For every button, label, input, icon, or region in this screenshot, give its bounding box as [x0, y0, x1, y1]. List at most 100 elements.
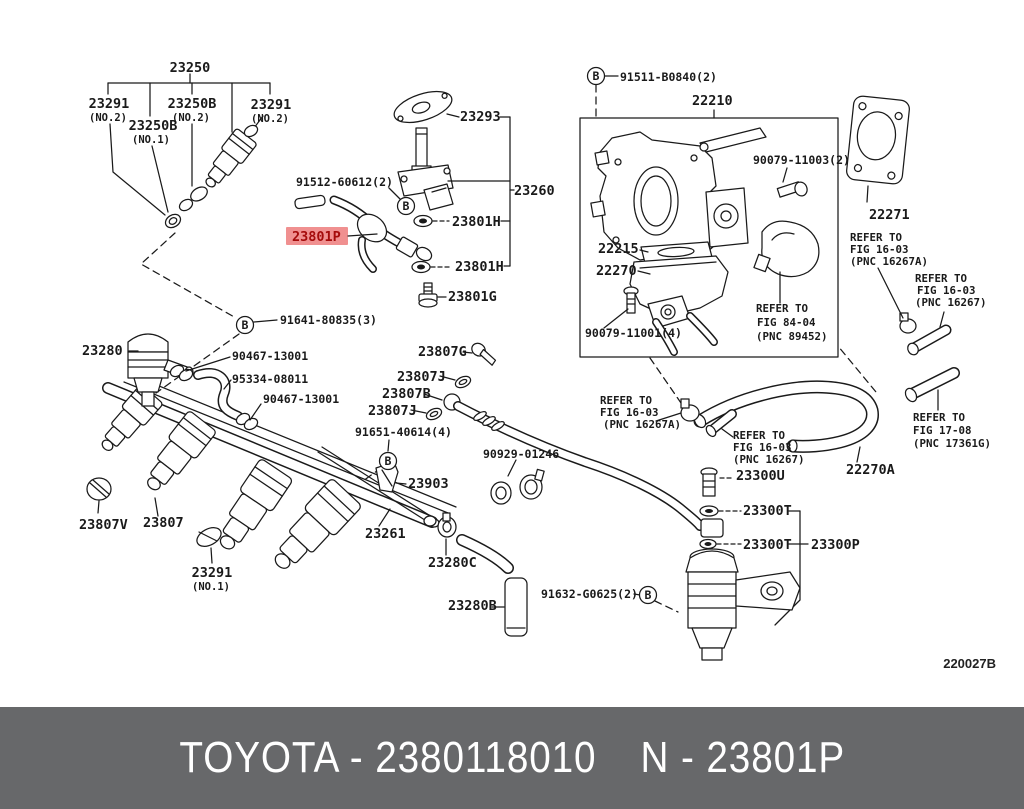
refer-line: FIG 16-03 — [600, 406, 659, 419]
refer-line: FIG 84-04 — [757, 316, 816, 329]
part-label-23300T-2: 23300T — [743, 537, 792, 553]
clamps-90929-drawing — [491, 460, 544, 504]
part-label-23807: 23807 — [143, 515, 184, 531]
part-label-23260: 23260 — [514, 183, 555, 199]
refer-line: (PNC 17361G) — [913, 437, 991, 450]
fuel-hose-23807B-drawing — [411, 341, 705, 531]
refer-line: REFER TO — [733, 429, 786, 442]
leader-22270 — [638, 271, 650, 274]
footer-banner: TOYOTA - 2380118010 N - 23801P — [0, 707, 1024, 809]
injector-group-bracket — [108, 74, 270, 215]
part-sublabel-no1: (NO.1) — [132, 134, 170, 146]
part-label-23300U: 23300U — [736, 468, 785, 484]
part-label-22210: 22210 — [692, 93, 733, 109]
part-label-23280: 23280 — [82, 343, 123, 359]
refer-line: REFER TO — [850, 231, 903, 244]
pipe-23261-parts — [376, 462, 406, 526]
part-label-23801H-2: 23801H — [455, 259, 504, 275]
part-label-90929-01246: 90929-01246 — [483, 447, 559, 461]
hose-end-right-drawing — [906, 312, 952, 357]
part-label-22215: 22215 — [598, 241, 639, 257]
bolt-90079-11003-drawing — [777, 168, 809, 198]
refer-line: REFER TO — [756, 302, 809, 315]
part-sublabel-no2: (NO.2) — [89, 112, 127, 124]
refer-fig1603-16267A-right: REFER TO FIG 16-03 (PNC 16267A) — [850, 231, 928, 268]
hose-22270A-drawing — [693, 380, 879, 462]
part-label-23807V: 23807V — [79, 517, 128, 533]
refer-line: FIG 17-08 — [913, 424, 972, 437]
injector-top-drawing — [163, 123, 260, 230]
part-label-91512-60612: 91512-60612(2) — [296, 175, 393, 189]
part-label-90467-13001-1: 90467-13001 — [232, 349, 308, 363]
refer-line: (PNC 89452) — [756, 330, 828, 343]
b-marker: B — [242, 318, 249, 332]
part-label-23801P[interactable]: 23801P — [292, 229, 341, 245]
refer-fig1603-16267-mid: REFER TO FIG 16-03 (PNC 16267) — [733, 429, 805, 466]
part-labels: 23250 23291 (NO.2) 23250B (NO.2) 23250B … — [79, 60, 910, 614]
part-label-90079-11001: 90079-11001(4) — [585, 326, 682, 340]
gasket-23293-drawing — [390, 85, 455, 128]
part-label-23807J-2: 23807J — [368, 403, 417, 419]
refer-fig1603-16267-right: REFER TO FIG 16-03 (PNC 16267) — [915, 272, 987, 309]
throttle-body-drawing — [591, 128, 766, 260]
footer-brand-part-number: TOYOTA - 2380118010 — [179, 733, 597, 782]
clamp-mid-drawing — [656, 399, 699, 421]
part-label-23903: 23903 — [408, 476, 449, 492]
refer-fig1708-17361G: REFER TO FIG 17-08 (PNC 17361G) — [913, 411, 991, 450]
leader-91512 — [389, 188, 400, 199]
part-label-23250B-no2: 23250B — [168, 96, 217, 112]
refer-fig1603-16267A-mid: REFER TO FIG 16-03 (PNC 16267A) — [600, 394, 681, 431]
part-label-95334-08011: 95334-08011 — [232, 372, 308, 386]
union-23300-drawing — [700, 468, 808, 625]
cold-start-injector-drawing — [398, 128, 453, 210]
bolt-90079-11001-drawing — [604, 287, 638, 328]
refer-line: REFER TO — [915, 272, 968, 285]
part-label-23807B: 23807B — [382, 386, 431, 402]
part-label-90467-13001-2: 90467-13001 — [263, 392, 339, 406]
part-label-23250: 23250 — [170, 60, 211, 76]
part-label-91511-B0840: 91511-B0840(2) — [620, 70, 717, 84]
part-label-23807G: 23807G — [418, 344, 467, 360]
part-label-23261: 23261 — [365, 526, 406, 542]
part-label-23300P: 23300P — [811, 537, 860, 553]
b-marker: B — [385, 454, 392, 468]
refer-line: (PNC 16267A) — [850, 255, 928, 268]
part-label-23293: 23293 — [460, 109, 501, 125]
pulsation-damper-drawing — [686, 549, 800, 660]
washers-bolt-23801 — [412, 216, 452, 308]
clamps-hose-regulator — [168, 357, 261, 432]
vapor-hose-parts — [438, 513, 527, 636]
part-label-23280C: 23280C — [428, 555, 477, 571]
part-label-23801G: 23801G — [448, 289, 497, 305]
pipe-23801P-drawing — [294, 195, 433, 273]
refer-line: (PNC 16267) — [915, 296, 987, 309]
leader-22215 — [640, 250, 648, 252]
footer-text: TOYOTA - 2380118010 N - 23801P — [179, 733, 845, 783]
refer-blocks: REFER TO FIG 16-03 (PNC 16267A) REFER TO… — [600, 231, 991, 466]
small-parts-bottom-left — [87, 478, 224, 563]
part-label-22270: 22270 — [596, 263, 637, 279]
part-sublabel-no2: (NO.2) — [251, 113, 289, 125]
refer-line: (PNC 16267) — [733, 453, 805, 466]
refer-line: FIG 16-03 — [733, 441, 792, 454]
highlighted-part-label-23801P[interactable]: 23801P — [286, 227, 377, 245]
b-markers: B B B B B — [237, 68, 657, 604]
clamp-right-drawing — [878, 268, 916, 333]
part-label-91641-80835: 91641-80835(3) — [280, 313, 377, 327]
part-label-91651-40614: 91651-40614(4) — [355, 425, 452, 439]
part-sublabel-no1: (NO.1) — [192, 581, 230, 593]
part-label-23807J-1: 23807J — [397, 369, 446, 385]
part-sublabel-no2: (NO.2) — [172, 112, 210, 124]
part-label-23280B: 23280B — [448, 598, 497, 614]
tps-sensor-drawing — [754, 221, 819, 276]
b-marker: B — [645, 588, 652, 602]
part-label-91632-G0625: 91632-G0625(2) — [541, 587, 638, 601]
leader-22271 — [867, 186, 868, 202]
part-label-23801H-1: 23801H — [452, 214, 501, 230]
part-label-22271: 22271 — [869, 207, 910, 223]
hose-fig1708-drawing — [903, 367, 960, 410]
parts-diagram: B B B B B 23250 23291 (NO.2) 23250B (NO.… — [79, 60, 991, 707]
part-label-23291-no1: 23291 — [192, 565, 233, 581]
isc-valve-22270-drawing — [630, 256, 728, 356]
